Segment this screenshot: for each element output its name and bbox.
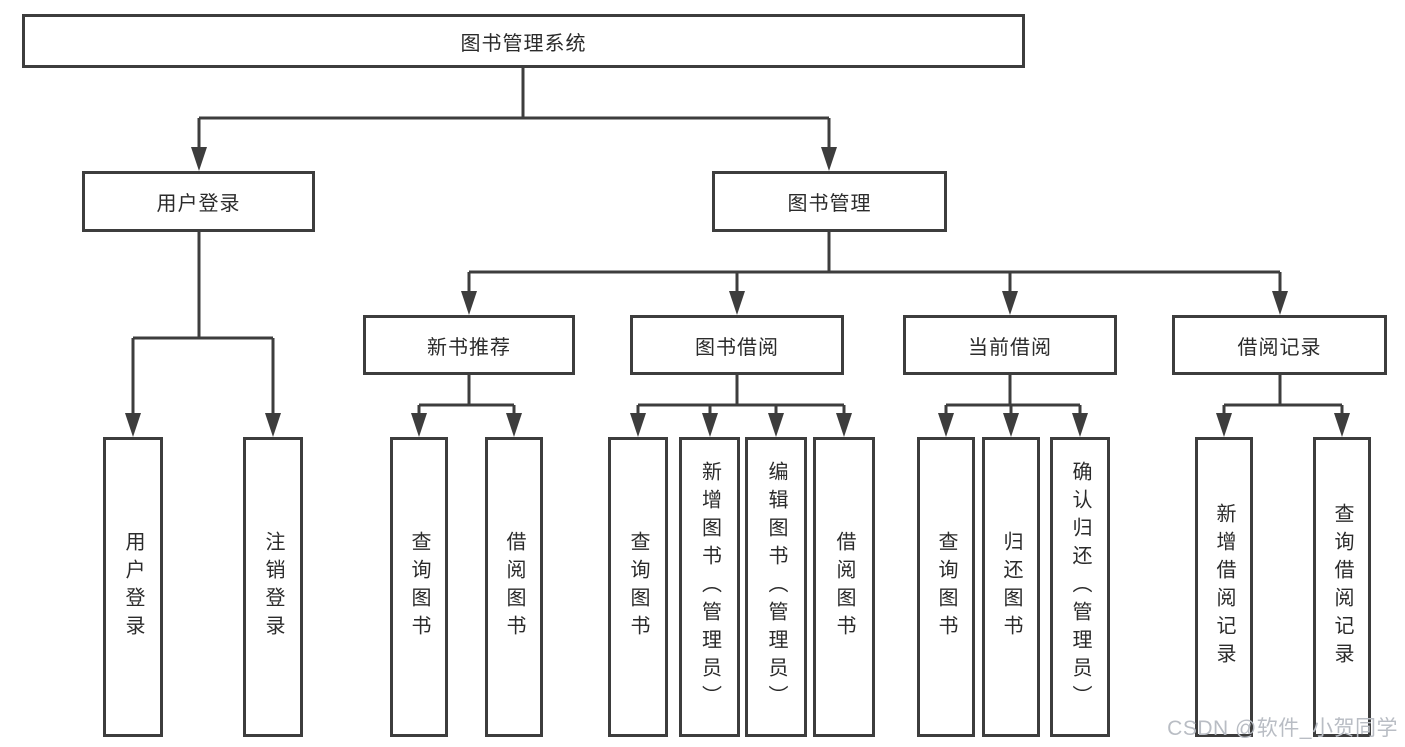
node-label: 注销登录 <box>262 531 284 643</box>
node-label: 用户登录 <box>122 531 144 643</box>
node-label: 借阅记录 <box>1237 336 1322 359</box>
leaf-borrow-books-recommendation: 借阅图书 <box>485 437 543 737</box>
node-label: 查询图书 <box>627 531 649 643</box>
node-label: 用户登录 <box>156 193 241 215</box>
leaf-query-books-recommendation: 查询图书 <box>390 437 448 737</box>
node-user-login: 用户登录 <box>82 171 315 232</box>
node-book-borrowing: 图书借阅 <box>630 315 844 375</box>
node-book-management: 图书管理 <box>712 171 947 232</box>
leaf-borrow-books-borrowing: 借阅图书 <box>813 437 875 737</box>
node-label: 图书管理系统 <box>460 32 587 55</box>
node-label: 查询图书 <box>935 531 957 643</box>
node-label: 图书借阅 <box>695 336 779 359</box>
node-label: 新增借阅记录 <box>1213 503 1235 671</box>
leaf-user-login: 用户登录 <box>103 437 163 737</box>
node-label: 查询借阅记录 <box>1331 503 1353 671</box>
node-label: 确认归还（管理员） <box>1069 461 1091 713</box>
node-label: 借阅图书 <box>833 531 855 643</box>
node-label: 当前借阅 <box>968 336 1052 359</box>
node-label: 图书管理 <box>787 193 872 215</box>
node-label: 归还图书 <box>1000 531 1022 643</box>
leaf-return-books: 归还图书 <box>982 437 1040 737</box>
leaf-query-books-current: 查询图书 <box>917 437 975 737</box>
leaf-add-borrow-record: 新增借阅记录 <box>1195 437 1253 737</box>
node-label: 查询图书 <box>408 531 430 643</box>
node-new-book-recommendation: 新书推荐 <box>363 315 575 375</box>
leaf-edit-book-admin: 编辑图书（管理员） <box>745 437 807 737</box>
leaf-query-borrow-record: 查询借阅记录 <box>1313 437 1371 737</box>
node-label: 借阅图书 <box>503 531 525 643</box>
leaf-add-book-admin: 新增图书（管理员） <box>679 437 740 737</box>
node-current-borrowing: 当前借阅 <box>903 315 1117 375</box>
leaf-logout: 注销登录 <box>243 437 303 737</box>
node-library-management-system: 图书管理系统 <box>22 14 1025 68</box>
node-label: 编辑图书（管理员） <box>765 461 787 713</box>
node-label: 新书推荐 <box>427 336 511 359</box>
node-borrowing-records: 借阅记录 <box>1172 315 1387 375</box>
leaf-query-books-borrowing: 查询图书 <box>608 437 668 737</box>
csdn-watermark: CSDN @软件_小贺同学 <box>1167 717 1398 740</box>
leaf-confirm-return-admin: 确认归还（管理员） <box>1050 437 1110 737</box>
node-label: 新增图书（管理员） <box>698 461 721 713</box>
